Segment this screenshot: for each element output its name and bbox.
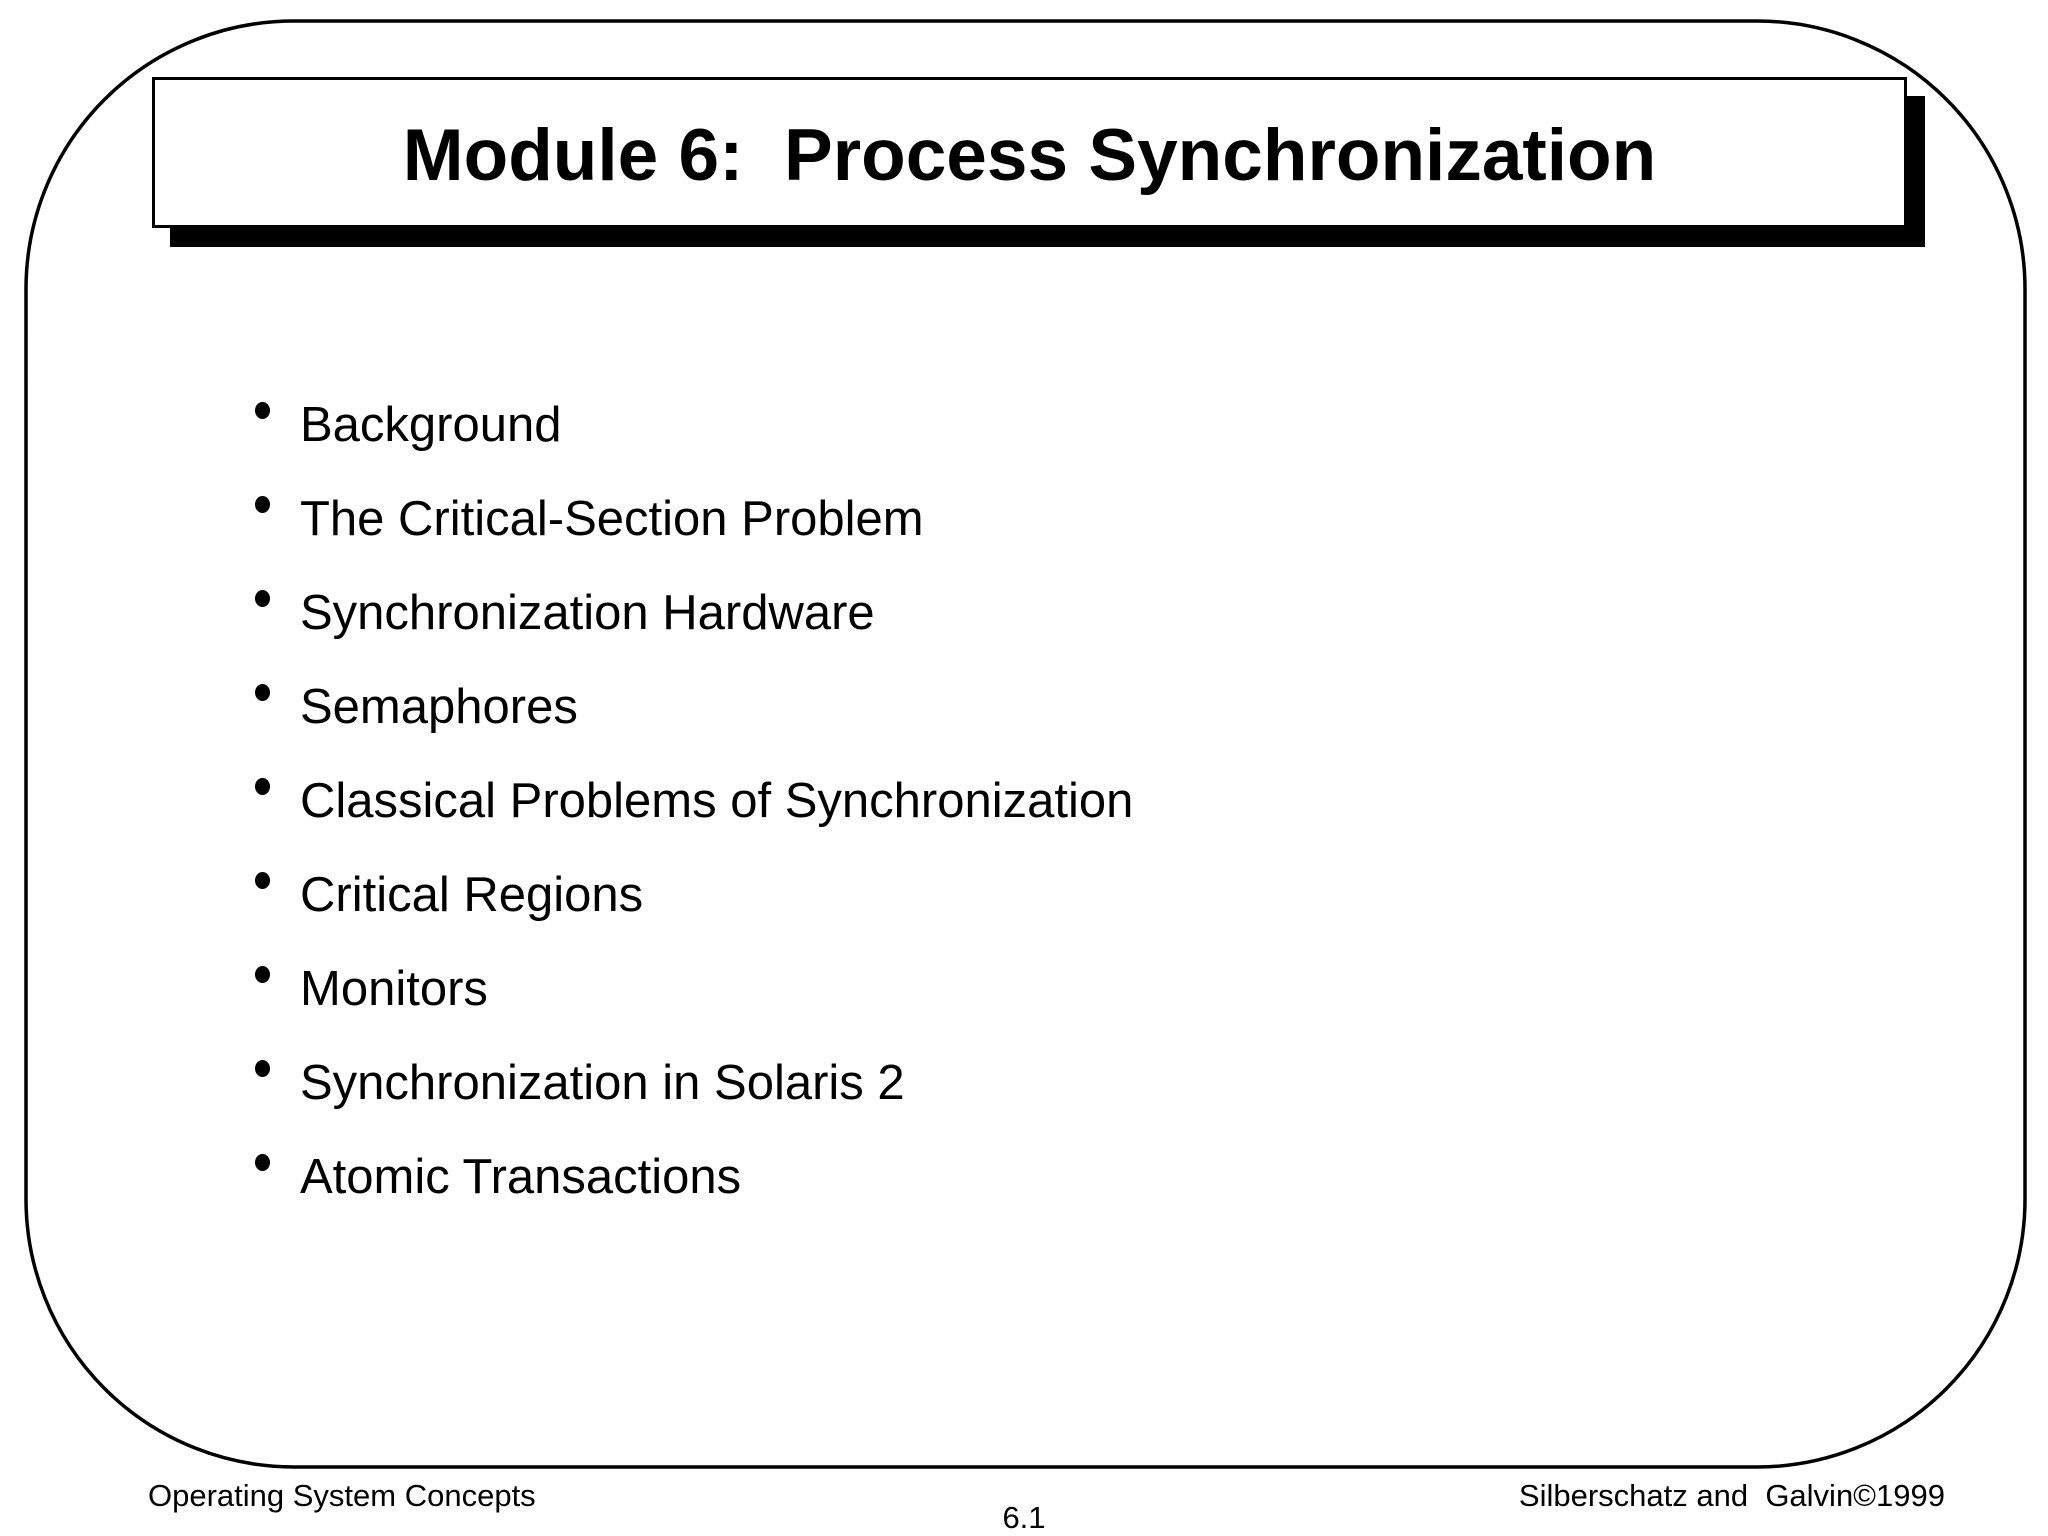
list-item-label: Background [300,398,562,452]
list-item[interactable]: Synchronization in Solaris 2 [255,1046,1855,1140]
footer-book-title: Operating System Concepts [148,1478,536,1513]
bullet-dot-icon [255,482,300,513]
list-item[interactable]: Semaphores [255,670,1855,764]
bullet-dot-icon [255,576,300,607]
bullet-dot-icon [255,1140,300,1171]
bullet-dot-icon [255,858,300,889]
list-item-label: The Critical-Section Problem [300,492,924,546]
list-item-label: Atomic Transactions [300,1150,742,1204]
list-item[interactable]: Monitors [255,952,1855,1046]
bullet-dot-icon [255,764,300,795]
list-item[interactable]: Atomic Transactions [255,1140,1855,1234]
footer-copyright: Silberschatz and Galvin©1999 [1518,1478,1945,1513]
title-block: Module 6: Process Synchronization [152,77,1925,247]
list-item[interactable]: Synchronization Hardware [255,576,1855,670]
title-box: Module 6: Process Synchronization [152,77,1907,228]
list-item-label: Synchronization in Solaris 2 [300,1056,905,1110]
bullet-dot-icon [255,952,300,983]
bullet-dot-icon [255,388,300,419]
page-title: Module 6: Process Synchronization [402,115,1657,196]
outline-bullet-list: Background The Critical-Section Problem … [255,388,1855,1234]
list-item[interactable]: Classical Problems of Synchronization [255,764,1855,858]
bullet-dot-icon [255,670,300,701]
list-item-label: Semaphores [300,680,578,734]
bullet-dot-icon [255,1046,300,1077]
list-item-label: Monitors [300,962,488,1016]
list-item-label: Synchronization Hardware [300,586,875,640]
list-item[interactable]: The Critical-Section Problem [255,482,1855,576]
list-item[interactable]: Critical Regions [255,858,1855,952]
footer-page-number: 6.1 [1002,1500,1046,1535]
list-item-label: Classical Problems of Synchronization [300,774,1134,828]
list-item[interactable]: Background [255,388,1855,482]
list-item-label: Critical Regions [300,868,644,922]
